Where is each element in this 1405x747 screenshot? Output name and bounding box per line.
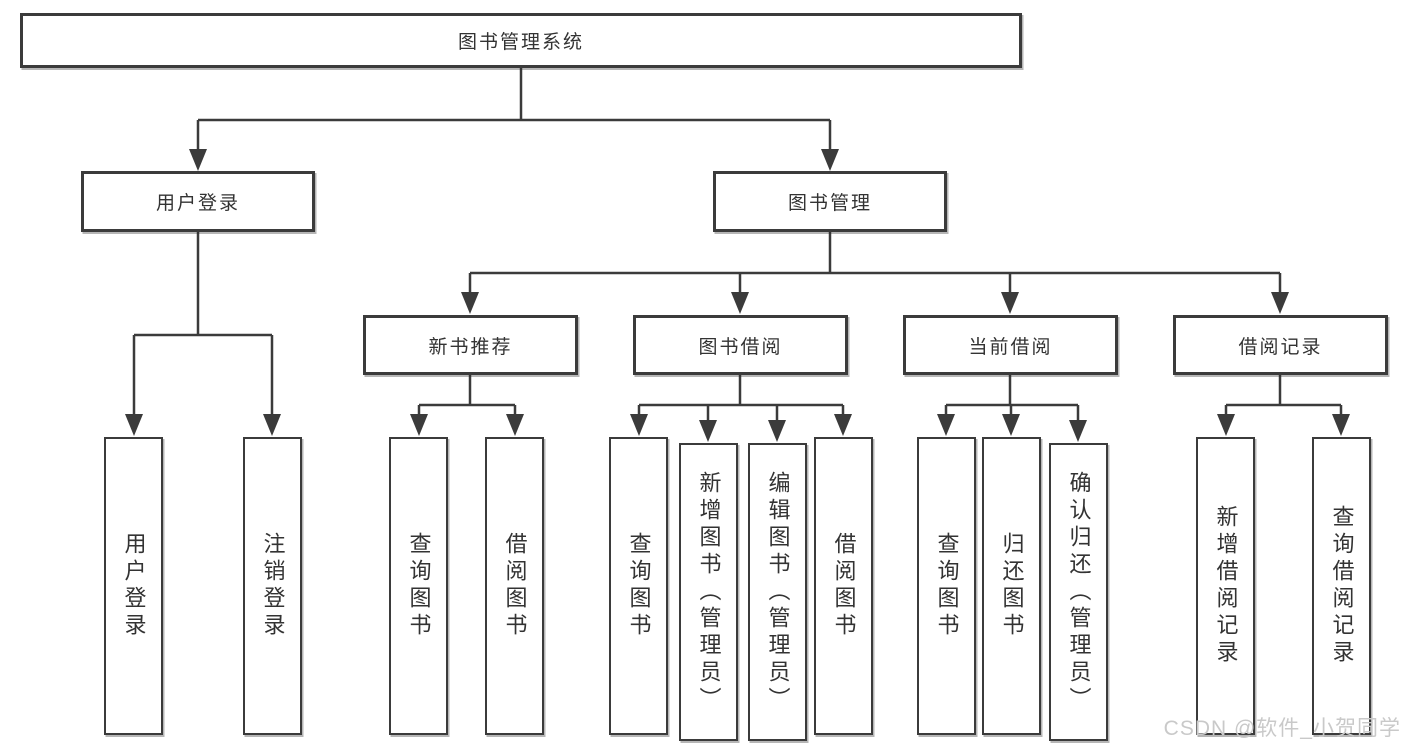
arrow-down-icon <box>461 292 479 314</box>
leaf-borrow-books-recommend: 借阅图书 <box>485 437 544 735</box>
arrow-down-icon <box>410 414 428 436</box>
node-book-management: 图书管理 <box>713 171 947 232</box>
leaf-confirm-return-admin: 确认归还（管理员） <box>1049 443 1108 741</box>
node-root-system: 图书管理系统 <box>20 13 1022 68</box>
arrow-down-icon <box>821 149 839 171</box>
leaf-query-books-current: 查询图书 <box>917 437 976 735</box>
leaf-return-book: 归还图书 <box>982 437 1041 735</box>
arrow-down-icon <box>1332 414 1350 436</box>
node-user-login: 用户登录 <box>81 171 315 232</box>
node-borrowing-records: 借阅记录 <box>1173 315 1388 375</box>
leaf-edit-book-admin: 编辑图书（管理员） <box>748 443 807 741</box>
arrow-down-icon <box>630 414 648 436</box>
leaf-logout: 注销登录 <box>243 437 302 735</box>
leaf-add-borrow-record: 新增借阅记录 <box>1196 437 1255 735</box>
arrow-down-icon <box>506 414 524 436</box>
arrow-down-icon <box>1217 414 1235 436</box>
leaf-query-books-borrowing: 查询图书 <box>609 437 668 735</box>
node-current-borrowing: 当前借阅 <box>903 315 1118 375</box>
arrow-down-icon <box>1001 292 1019 314</box>
arrow-down-icon <box>834 414 852 436</box>
arrow-down-icon <box>731 292 749 314</box>
arrow-down-icon <box>768 420 786 442</box>
arrow-down-icon <box>1002 414 1020 436</box>
leaf-add-book-admin: 新增图书（管理员） <box>679 443 738 741</box>
arrow-down-icon <box>263 414 281 436</box>
arrow-down-icon <box>699 420 717 442</box>
arrow-down-icon <box>1271 292 1289 314</box>
arrow-down-icon <box>189 149 207 171</box>
node-new-book-recommendation: 新书推荐 <box>363 315 578 375</box>
arrow-down-icon <box>937 414 955 436</box>
arrow-down-icon <box>1069 420 1087 442</box>
leaf-user-login: 用户登录 <box>104 437 163 735</box>
leaf-borrow-books-borrowing: 借阅图书 <box>814 437 873 735</box>
node-book-borrowing: 图书借阅 <box>633 315 848 375</box>
leaf-query-borrow-record: 查询借阅记录 <box>1312 437 1371 735</box>
arrow-down-icon <box>125 414 143 436</box>
leaf-query-books-recommend: 查询图书 <box>389 437 448 735</box>
csdn-watermark: CSDN @软件_小贺同学 <box>1163 717 1401 740</box>
